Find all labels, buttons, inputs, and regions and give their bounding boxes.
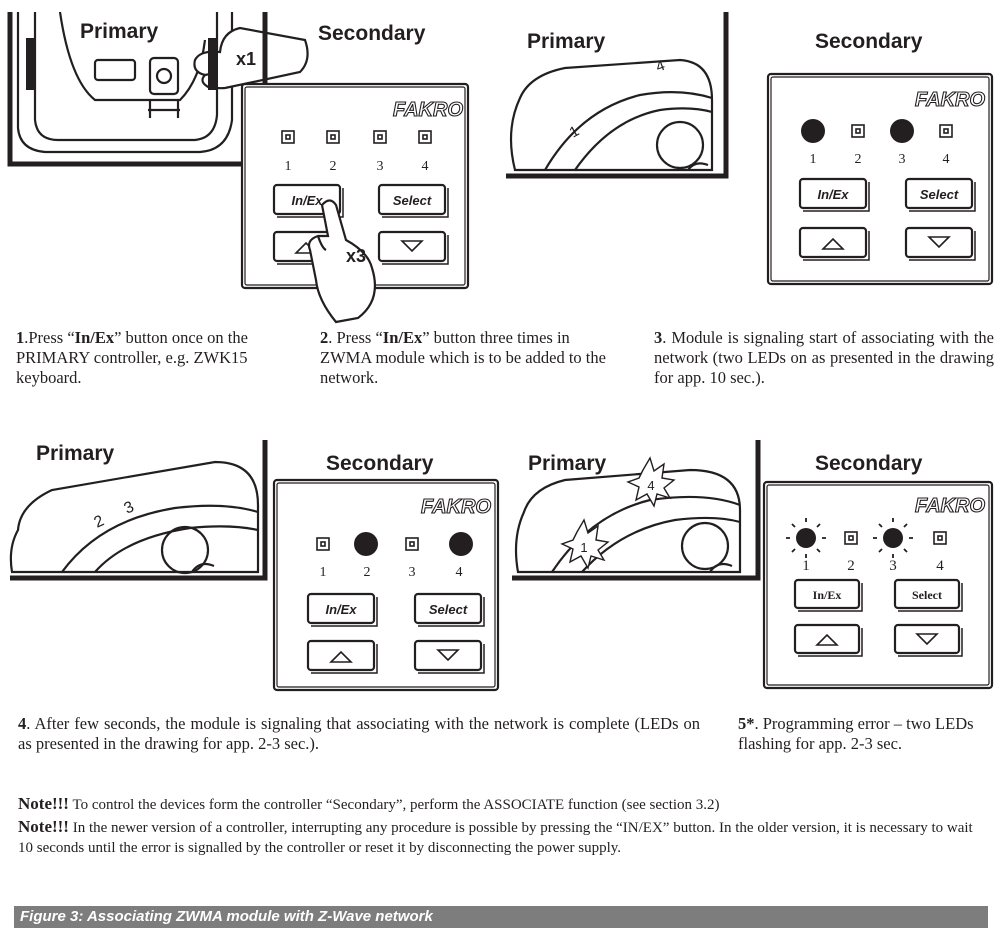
primary-header: Primary bbox=[527, 30, 606, 53]
led-number-1: 1 bbox=[802, 558, 810, 574]
press-count-label: x3 bbox=[346, 246, 366, 266]
inex-button-label: In/Ex bbox=[325, 602, 357, 617]
led-number-4: 4 bbox=[422, 159, 429, 174]
secondary-header: Secondary bbox=[326, 452, 434, 475]
led-number-2: 2 bbox=[330, 159, 337, 174]
led-number-4: 4 bbox=[943, 152, 950, 167]
figure-caption: Figure 3: Associating ZWMA module with Z… bbox=[14, 906, 988, 928]
select-button-label: Select bbox=[393, 193, 432, 208]
fakro-logo: FAKRO bbox=[915, 89, 985, 111]
primary-keyboard-drawing-2 bbox=[9, 460, 260, 575]
inex-button-label: In/Ex bbox=[291, 193, 323, 208]
led-number-1: 1 bbox=[285, 159, 292, 174]
led-number-3: 3 bbox=[899, 152, 906, 167]
select-button-label: Select bbox=[920, 187, 959, 202]
primary-header: Primary bbox=[80, 20, 159, 43]
led-number-1: 1 bbox=[810, 152, 817, 167]
led-number-3: 3 bbox=[889, 558, 897, 574]
flashing-key-number: 1 bbox=[580, 540, 587, 555]
primary-keyboard-drawing-3 bbox=[514, 456, 742, 574]
note-associate: Note!!! To control the devices form the … bbox=[18, 794, 720, 813]
primary-key-number: 2 bbox=[92, 512, 107, 531]
led-number-3: 3 bbox=[409, 565, 416, 580]
step-4-caption: 4. After few seconds, the module is sign… bbox=[18, 714, 700, 753]
secondary-header: Secondary bbox=[815, 30, 923, 53]
pointing-hand-x3 bbox=[307, 199, 376, 324]
note-interrupt: Note!!! In the newer version of a contro… bbox=[18, 817, 973, 856]
primary-header: Primary bbox=[36, 442, 115, 465]
fakro-logo: FAKRO bbox=[393, 99, 463, 121]
flashing-key-number: 4 bbox=[647, 478, 654, 493]
step-3-caption: 3. Module is signaling start of associat… bbox=[654, 328, 994, 387]
secondary-header: Secondary bbox=[318, 22, 426, 45]
led-number-2: 2 bbox=[855, 152, 862, 167]
led-number-2: 2 bbox=[364, 565, 371, 580]
press-count-label: x1 bbox=[236, 49, 256, 69]
step-1-caption: 1.Press “In/Ex” button once on the PRIMA… bbox=[16, 328, 248, 387]
primary-key-number: 3 bbox=[122, 498, 137, 517]
primary-keyboard-press-drawing bbox=[16, 11, 309, 154]
led-number-4: 4 bbox=[936, 558, 944, 574]
led-number-3: 3 bbox=[377, 159, 384, 174]
step-5-caption: 5*. Programming error – two LEDs flashin… bbox=[738, 714, 974, 753]
select-button-label: Select bbox=[429, 602, 468, 617]
step-2-caption: 2. Press “In/Ex” button three times in Z… bbox=[320, 328, 606, 387]
primary-keyboard-drawing-1 bbox=[509, 58, 714, 172]
led-number-1: 1 bbox=[320, 565, 327, 580]
secondary-module-panel-3 bbox=[272, 478, 500, 692]
secondary-header: Secondary bbox=[815, 452, 923, 475]
primary-key-number: 4 bbox=[654, 57, 668, 76]
select-button-label: Select bbox=[912, 588, 942, 602]
fakro-logo: FAKRO bbox=[421, 496, 491, 518]
primary-header: Primary bbox=[528, 452, 607, 475]
inex-button-label: In/Ex bbox=[817, 187, 849, 202]
led-number-2: 2 bbox=[847, 558, 855, 574]
led-number-4: 4 bbox=[456, 565, 463, 580]
inex-button-label: In/Ex bbox=[813, 588, 842, 602]
fakro-logo: FAKRO bbox=[915, 495, 985, 517]
